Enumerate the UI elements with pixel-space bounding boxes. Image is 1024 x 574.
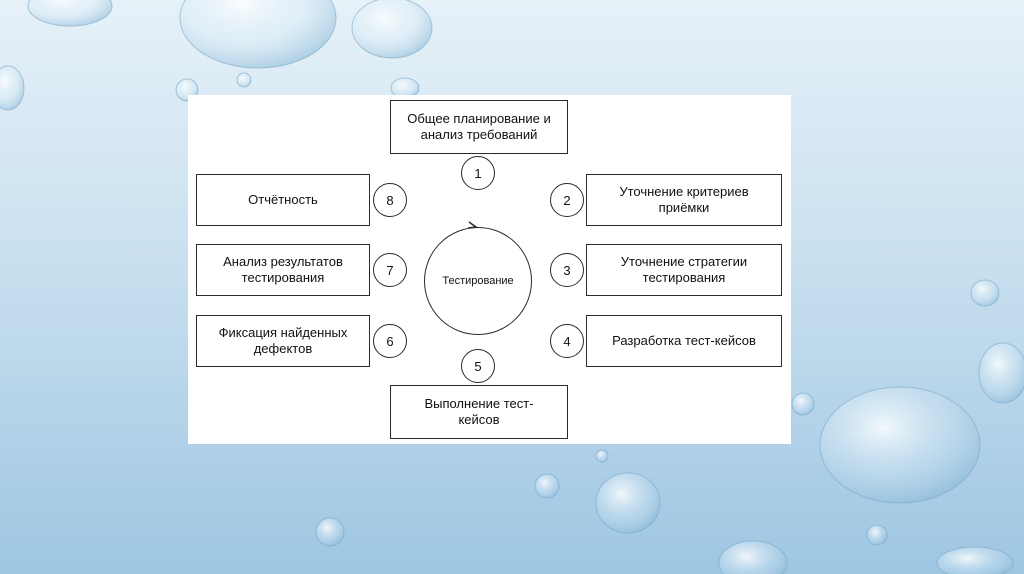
water-drop	[866, 524, 888, 546]
step-number-2: 2	[550, 183, 584, 217]
water-drop	[791, 392, 815, 416]
step-number-3: 3	[550, 253, 584, 287]
step-box-8: Отчётность	[196, 174, 370, 226]
water-drop	[315, 517, 345, 547]
step-box-6: Фиксация найденных дефектов	[196, 315, 370, 367]
center-label: Тестирование	[442, 275, 514, 287]
step-number-7: 7	[373, 253, 407, 287]
step-box-7: Анализ результатов тестирования	[196, 244, 370, 296]
water-drop	[534, 473, 560, 499]
water-drop	[970, 279, 1000, 307]
water-drop	[351, 0, 433, 59]
water-drop	[0, 65, 25, 111]
water-drop	[179, 0, 337, 69]
testing-cycle-diagram: Общее планирование и анализ требований У…	[188, 95, 791, 444]
step-number-5: 5	[461, 349, 495, 383]
step-box-4: Разработка тест-кейсов	[586, 315, 782, 367]
water-drop	[718, 540, 788, 574]
water-drop	[978, 342, 1024, 404]
step-box-1: Общее планирование и анализ требований	[390, 100, 568, 154]
step-number-8: 8	[373, 183, 407, 217]
water-drop	[936, 546, 1014, 574]
step-box-5: Выполнение тест- кейсов	[390, 385, 568, 439]
step-number-4: 4	[550, 324, 584, 358]
step-box-2: Уточнение критериев приёмки	[586, 174, 782, 226]
water-drop	[595, 472, 661, 534]
water-drop	[236, 72, 252, 88]
water-drop	[27, 0, 113, 27]
cycle-arrow-icon	[467, 221, 478, 229]
center-testing-circle: Тестирование	[424, 227, 532, 335]
water-drop	[819, 386, 981, 504]
water-drop	[595, 449, 609, 463]
step-number-1: 1	[461, 156, 495, 190]
step-number-6: 6	[373, 324, 407, 358]
step-box-3: Уточнение стратегии тестирования	[586, 244, 782, 296]
